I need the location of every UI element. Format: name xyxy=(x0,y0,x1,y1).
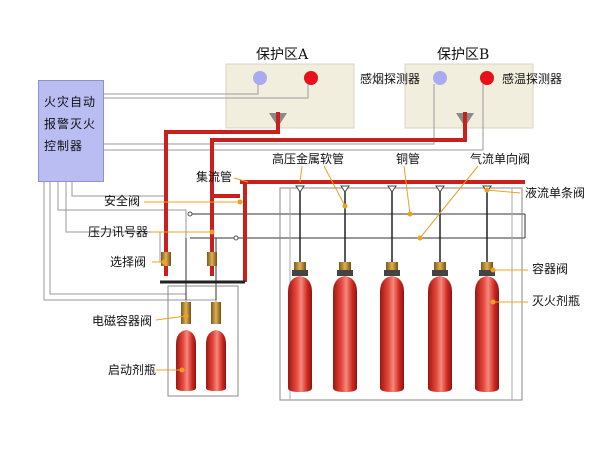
zone-b-title: 保护区B xyxy=(437,47,490,63)
starter-cylinder-2 xyxy=(206,302,226,391)
label-selector-valve: 选择阀 xyxy=(110,255,147,269)
label-hose: 高压金属软管 xyxy=(272,152,345,166)
agent-rack-frame xyxy=(279,187,523,401)
label-starter-cylinder: 启动剂瓶 xyxy=(108,363,157,377)
controller-line-3: 控制器 xyxy=(44,139,84,153)
agent-cylinders xyxy=(288,262,499,392)
zone-a-box xyxy=(225,63,355,129)
selector-valve-b-icon xyxy=(207,252,217,266)
label-gas-check-valve: 气流单向阀 xyxy=(470,152,531,166)
label-container-valve: 容器阀 xyxy=(532,262,569,276)
label-safety-valve: 安全阀 xyxy=(104,194,141,208)
starter-cylinders xyxy=(176,302,226,391)
agent-cylinder-5 xyxy=(475,262,499,392)
label-pressure-switch: 压力讯号器 xyxy=(88,225,149,239)
discharge-pipes xyxy=(164,112,525,282)
agent-cylinder-4 xyxy=(428,262,452,392)
label-agent-cylinder: 灭火剂瓶 xyxy=(532,294,581,308)
high-pressure-hoses xyxy=(299,186,488,262)
starter-cylinder-1 xyxy=(176,302,196,391)
leader-dots xyxy=(161,187,496,373)
starter-rack-frame xyxy=(167,285,239,397)
selector-valve-a-icon xyxy=(161,252,171,266)
fire-alarm-controller: 火灾自动 报警灭火 控制器 xyxy=(38,80,104,182)
agent-cylinder-2 xyxy=(333,262,357,392)
controller-line-2: 报警灭火 xyxy=(44,117,97,131)
smoke-detector-b-icon xyxy=(433,71,447,85)
temp-detector-b-icon xyxy=(480,71,494,85)
label-liquid-check-valve: 液流单条阀 xyxy=(525,186,586,200)
agent-cylinder-1 xyxy=(288,262,312,392)
label-manifold: 集流管 xyxy=(196,170,233,184)
agent-cylinder-3 xyxy=(380,262,404,392)
controller-line-1: 火灾自动 xyxy=(44,95,97,109)
label-copper-pipe: 铜管 xyxy=(396,152,421,166)
leader-lines xyxy=(144,165,528,371)
zone-a-title: 保护区A xyxy=(256,47,309,63)
label-temp-detector: 感温探测器 xyxy=(502,72,563,86)
label-smoke-detector: 感烟探测器 xyxy=(360,72,421,86)
label-solenoid-valve: 电磁容器阀 xyxy=(92,314,153,328)
temp-detector-a-icon xyxy=(304,71,318,85)
smoke-detector-a-icon xyxy=(253,71,267,85)
